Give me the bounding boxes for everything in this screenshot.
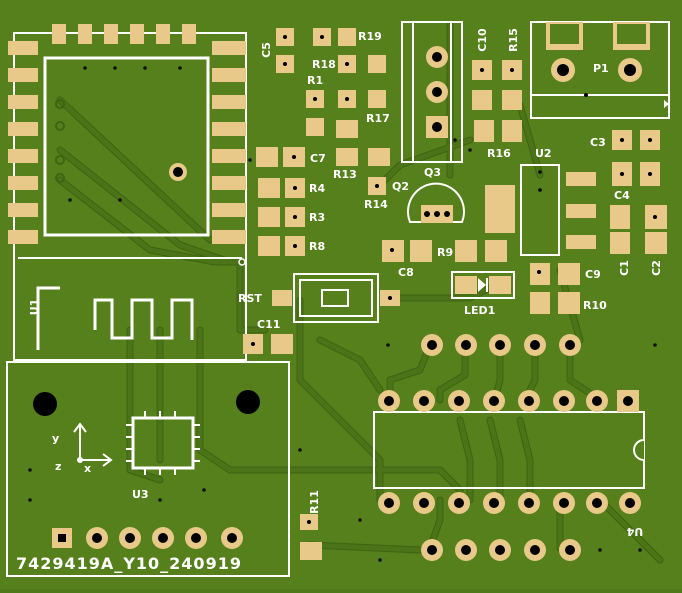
label-r16: R16	[487, 147, 511, 160]
u1-left-pads	[8, 41, 38, 244]
label-r8: R8	[309, 240, 325, 253]
u4-pads	[378, 390, 641, 514]
axis-label-x: x	[84, 462, 91, 475]
p1-connector	[530, 21, 670, 119]
label-r14: R14	[364, 198, 388, 211]
label-r3: R3	[309, 211, 325, 224]
label-r19: R19	[358, 30, 382, 43]
led1	[451, 271, 515, 299]
pad-drills-small	[283, 35, 379, 248]
label-c4: C4	[614, 189, 630, 202]
label-q3: Q3	[424, 166, 441, 179]
u3-mount-hole-left	[33, 392, 57, 416]
label-c1: C1	[618, 260, 631, 276]
u2-regulator	[485, 164, 596, 256]
three-pin-header	[401, 21, 463, 163]
axis-label-y: y	[52, 432, 59, 445]
u1-small-vias	[55, 99, 65, 183]
label-u1: U1	[28, 299, 41, 316]
u3-mount-hole-right	[236, 390, 260, 414]
label-c2: C2	[650, 260, 663, 276]
u1-top-pads	[52, 24, 196, 44]
label-r4: R4	[309, 182, 325, 195]
u1-pin1-marker	[238, 258, 246, 266]
label-c8: C8	[398, 266, 414, 279]
u1-antenna-trace	[36, 286, 194, 350]
rst-switch	[272, 273, 400, 323]
label-u2: U2	[535, 147, 552, 160]
label-r10: R10	[583, 299, 607, 312]
label-c7: C7	[310, 152, 326, 165]
u1-silk-outline	[13, 32, 247, 361]
u3-header-drills	[92, 533, 237, 543]
scattered-vias	[248, 138, 657, 562]
label-r1: R1	[307, 74, 323, 87]
label-rst: RST	[238, 292, 262, 305]
label-led1: LED1	[464, 304, 495, 317]
label-u3: U3	[132, 488, 149, 501]
label-q2: Q2	[392, 180, 409, 193]
label-r9: R9	[437, 246, 453, 259]
label-c10: C10	[476, 28, 489, 52]
label-r17: R17	[366, 112, 390, 125]
u3-vias	[28, 468, 206, 502]
label-c3: C3	[590, 136, 606, 149]
axis-arrows	[73, 422, 113, 467]
label-r15: R15	[507, 28, 520, 52]
c11-pads	[243, 334, 293, 354]
q3-transistor	[407, 182, 465, 223]
label-c5: C5	[260, 42, 273, 58]
label-r11: R11	[308, 490, 321, 514]
label-c9: C9	[585, 268, 601, 281]
r11-pads	[300, 514, 322, 560]
label-r13: R13	[333, 168, 357, 181]
u1-right-pads	[212, 41, 246, 244]
label-c11: C11	[257, 318, 280, 331]
label-u4: U4	[626, 525, 643, 538]
u1-via-dots	[68, 66, 182, 202]
u4-dip	[373, 390, 645, 514]
label-r18: R18	[312, 58, 336, 71]
axis-origin	[77, 457, 83, 463]
u4-drills	[384, 396, 635, 508]
u3-chip-pins	[126, 411, 200, 475]
axis-label-z: z	[55, 460, 61, 473]
u1-shield	[43, 56, 210, 237]
smd-pads-right-top	[472, 60, 522, 142]
u3-module	[6, 361, 290, 577]
u1-module	[8, 24, 247, 361]
board-id-text: 7429419A_Y10_240919	[16, 554, 242, 573]
label-p1: P1	[593, 62, 609, 75]
u3-chip	[131, 416, 195, 470]
u3-silk-outline	[6, 361, 290, 577]
silk-labels: C5 R19 R18 R1 R17 C10 R15 P1 R16 U2 C3 C…	[16, 28, 663, 573]
